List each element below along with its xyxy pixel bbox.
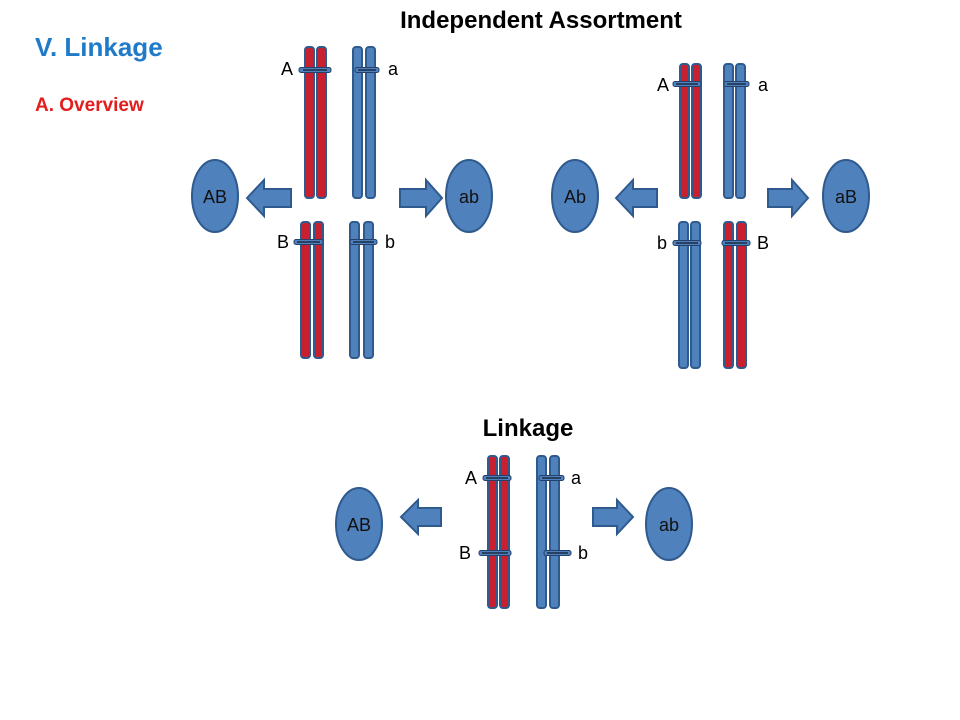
gene-locus-marker xyxy=(354,67,380,73)
chromatid xyxy=(723,221,734,369)
chromosome-blue xyxy=(349,221,374,359)
chromosome-blue xyxy=(352,46,376,199)
chromatid xyxy=(313,221,324,359)
chromatid xyxy=(365,46,376,199)
chromosome-blue xyxy=(678,221,701,369)
gene-locus-marker xyxy=(723,81,750,87)
chromatid xyxy=(316,46,327,199)
right-arrow-icon xyxy=(592,497,635,537)
allele-label: a xyxy=(388,59,399,79)
chromatid xyxy=(300,221,311,359)
gamete-oval: ab xyxy=(645,487,693,561)
gamete-oval: Ab xyxy=(551,159,599,233)
gene-locus-marker xyxy=(721,240,751,246)
slide-heading: V. Linkage xyxy=(35,32,163,62)
chromatid xyxy=(736,221,747,369)
chromatid xyxy=(363,221,374,359)
chromatid xyxy=(352,46,363,199)
allele-label: A xyxy=(281,59,293,79)
allele-label: B xyxy=(757,233,769,253)
gamete-oval: ab xyxy=(445,159,493,233)
chromatid xyxy=(304,46,315,199)
gamete-oval: AB xyxy=(191,159,239,233)
gamete-label: AB xyxy=(203,187,227,207)
left-arrow-icon xyxy=(245,177,292,219)
chromatid xyxy=(735,63,746,199)
chromatid xyxy=(723,63,734,199)
gene-locus-marker xyxy=(293,239,324,245)
chromatid xyxy=(499,455,510,609)
chromosome-red xyxy=(304,46,327,199)
independent-assortment-title: Independent Assortment xyxy=(400,7,682,34)
gene-locus-marker xyxy=(538,475,565,481)
chromatid xyxy=(349,221,360,359)
gene-locus-marker xyxy=(543,550,572,556)
assortment-arrangement-2: A a b B Ab aB xyxy=(551,63,870,369)
chromatid xyxy=(678,221,689,369)
chromatid xyxy=(536,455,547,609)
gamete-oval: aB xyxy=(822,159,870,233)
gamete-label: ab xyxy=(659,515,679,535)
gene-locus-marker xyxy=(482,475,512,481)
left-arrow-icon xyxy=(399,497,442,537)
chromosome-red xyxy=(679,63,702,199)
allele-label: b xyxy=(385,232,395,252)
chromosome-blue xyxy=(723,63,746,199)
gamete-label: AB xyxy=(347,515,371,535)
gamete-oval: AB xyxy=(335,487,383,561)
gene-locus-marker xyxy=(349,239,378,245)
gene-locus-marker xyxy=(478,550,512,556)
gene-locus-marker xyxy=(672,81,702,87)
chromatid xyxy=(691,63,702,199)
chromatid xyxy=(549,455,560,609)
chromosome-red xyxy=(487,455,510,609)
gamete-label: aB xyxy=(835,187,857,207)
chromatid xyxy=(679,63,690,199)
left-arrow-icon xyxy=(614,177,658,219)
chromosome-blue xyxy=(536,455,560,609)
right-arrow-icon xyxy=(399,177,444,219)
chromosome-red xyxy=(723,221,747,369)
assortment-arrangement-1: A a B b AB ab xyxy=(191,46,493,359)
slide-subheading: A. Overview xyxy=(35,95,144,116)
linkage-diagram: A a B b AB ab xyxy=(335,455,693,609)
linkage-title: Linkage xyxy=(483,415,574,442)
allele-label: A xyxy=(465,468,477,488)
gamete-label: ab xyxy=(459,187,479,207)
gene-locus-marker xyxy=(298,67,332,73)
allele-label: b xyxy=(578,543,588,563)
allele-label: A xyxy=(657,75,669,95)
chromatid xyxy=(487,455,498,609)
right-arrow-icon xyxy=(767,177,810,219)
allele-label: b xyxy=(657,233,667,253)
gene-locus-marker xyxy=(672,240,702,246)
allele-label: a xyxy=(758,75,769,95)
chromatid xyxy=(690,221,701,369)
gamete-label: Ab xyxy=(564,187,586,207)
allele-label: B xyxy=(459,543,471,563)
allele-label: B xyxy=(277,232,289,252)
chromosome-red xyxy=(300,221,324,359)
allele-label: a xyxy=(571,468,582,488)
